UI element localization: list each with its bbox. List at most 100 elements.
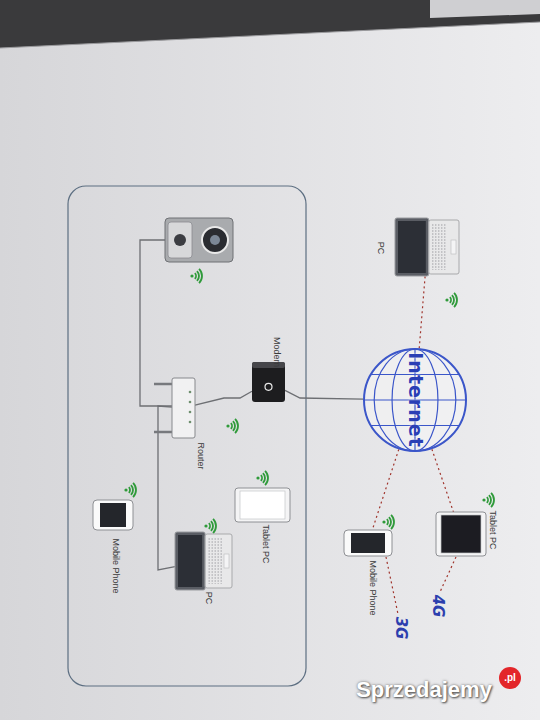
laptop-lid [175,532,205,590]
router-device: Router [172,378,195,438]
wifi-arc [452,295,454,305]
key-row [218,538,219,584]
wifi-arc [263,473,265,483]
key-row [438,224,439,270]
network-generation: 4G [430,595,445,618]
camera-lens [210,235,220,245]
wifi-arc [391,515,394,529]
wifi-arc [487,497,488,503]
wifi-symbol [382,515,394,529]
device-illustration [395,218,460,276]
cable-link [195,391,252,405]
modem-device: Modem [252,362,285,402]
wifi-arc [209,523,210,529]
box-flap [430,0,540,18]
wifi-arc [199,269,202,283]
key-row [432,224,433,270]
modem-body [252,362,285,402]
laptop-keyboard [205,534,232,588]
wireless-link [419,276,425,348]
phone-body [93,500,133,530]
tablet-device: Tablet PC [436,512,486,556]
watermark-suffix: .pl [504,673,516,683]
wifi-arc [213,519,216,533]
device-label: Mobile Phone [368,560,377,615]
phone-screen [351,533,385,553]
tablet-screen [441,515,481,553]
tablet-body [436,512,486,556]
doorbell-camera [165,218,233,262]
router-antenna [154,383,172,386]
wifi-arc [211,521,213,531]
router-led [189,391,192,394]
key-row [435,224,436,270]
key-row [221,538,222,584]
device-label: PC [204,592,213,605]
wifi-arc [197,271,199,281]
wifi-arc [133,483,136,497]
wifi-arc [491,493,494,507]
local-network-frame [68,186,306,686]
laptop-lid [395,218,429,276]
laptop-screen [398,221,426,273]
doorbell-body [165,218,233,262]
device-label: Tablet PC [488,510,497,549]
router-led [189,421,192,424]
router-antenna [154,431,172,434]
wifi-arc [233,421,235,431]
doorbell-wire [140,240,172,406]
wifi-dot [482,498,485,501]
globe-outline [364,349,466,451]
phone-body [344,530,392,556]
mobile-phone: Mobile Phone [344,530,392,556]
wifi-arc [195,273,196,279]
watermark: Sprzedajemy [356,679,492,701]
dark-top-band [0,0,540,48]
laptop-screen [178,535,202,587]
tablet-body [235,488,290,522]
wifi-dot [124,488,127,491]
internet-globe: Internet [363,348,467,452]
wifi-dot [190,274,193,277]
doorbell-panel [168,222,192,258]
mobile-phone: Mobile Phone [93,500,133,530]
touchpad [224,554,229,568]
modem-logo [265,383,272,390]
wifi-dot [445,298,448,301]
touchpad [451,240,456,254]
wireless-link [432,449,454,512]
wifi-symbol [124,483,136,497]
wifi-dot [382,520,385,523]
wifi-symbol [190,269,202,283]
device-illustration [436,512,486,556]
device-illustration [175,532,233,590]
device-label: Mobile Phone [111,538,120,593]
camera-lens-ring [202,227,228,253]
device-illustration [172,378,195,438]
pc-laptop: PC [395,218,460,276]
device-illustration [344,530,392,556]
doorbell-button [174,234,186,246]
key-row [441,224,442,270]
wifi-arc [231,423,232,429]
wifi-arc [450,297,451,303]
wifi-arc [235,419,238,433]
wifi-symbol [204,519,216,533]
watermark-badge [499,667,521,689]
wifi-symbol [256,471,268,485]
mobile-network-line [386,557,398,614]
key-row [444,224,445,270]
wifi-dot [256,476,259,479]
device-label: Tablet PC [261,524,270,563]
wifi-arc [387,519,388,525]
wifi-arc [454,293,457,307]
wifi-arc [489,495,491,505]
device-label: Modem [272,337,281,367]
cable-link [285,390,363,399]
router-body [172,378,195,438]
wifi-symbol [226,419,238,433]
router-led [189,401,192,404]
